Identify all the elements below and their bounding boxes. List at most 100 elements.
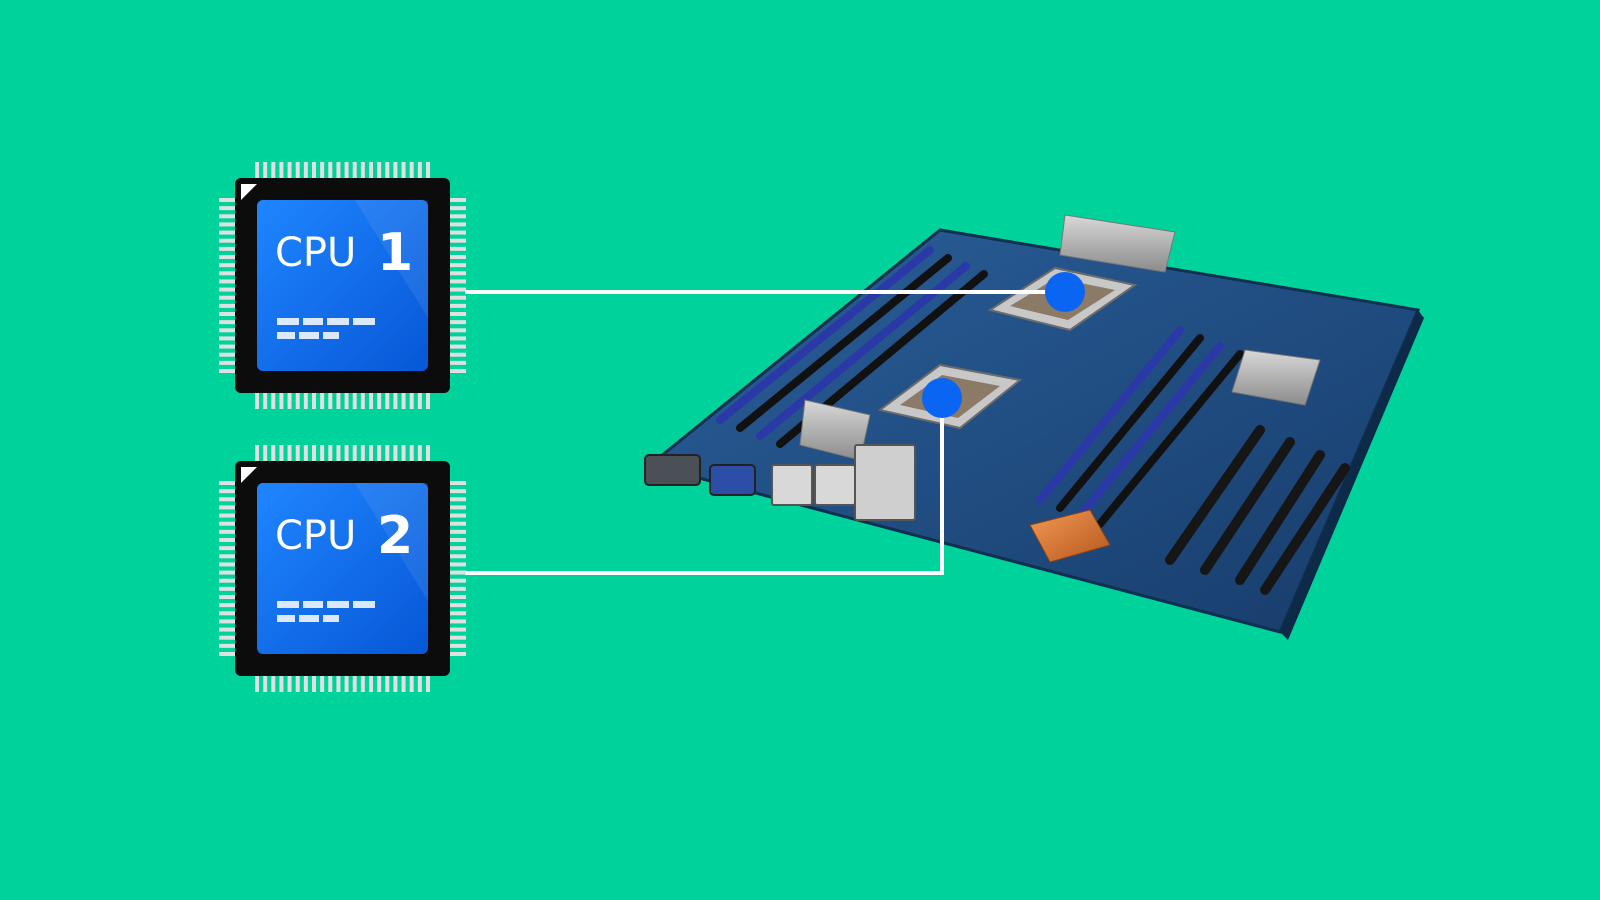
chip-pin bbox=[263, 676, 268, 692]
chip-pin bbox=[450, 303, 466, 308]
chip-pin bbox=[450, 352, 466, 357]
chip-pin bbox=[219, 287, 235, 292]
chip-label: CPU bbox=[275, 230, 356, 276]
chip-pin bbox=[352, 445, 357, 461]
chip-pin bbox=[219, 595, 235, 599]
chip-pin bbox=[219, 198, 235, 202]
chip-pin bbox=[271, 162, 276, 178]
chip-pin bbox=[450, 497, 466, 502]
socket-marker-dot-2 bbox=[922, 378, 962, 418]
chip-pin bbox=[450, 360, 466, 365]
chip-pin bbox=[450, 635, 466, 640]
chip-pin bbox=[336, 393, 341, 409]
chip-pin bbox=[450, 295, 466, 300]
chipset-heatsink bbox=[1231, 349, 1321, 406]
chip-pin bbox=[219, 562, 235, 567]
chip-pin bbox=[450, 611, 466, 616]
chip-pin bbox=[360, 162, 365, 178]
chip-pin bbox=[450, 643, 466, 648]
chip-pin bbox=[271, 393, 276, 409]
chip-die-shine bbox=[355, 483, 428, 601]
chip-pin bbox=[271, 676, 276, 692]
motherboard-shadow bbox=[1280, 310, 1424, 640]
chip-pin bbox=[279, 676, 284, 692]
chip-pin bbox=[219, 303, 235, 308]
chip-pin bbox=[219, 497, 235, 502]
chip-pin bbox=[450, 521, 466, 526]
chip-pin bbox=[287, 445, 292, 461]
chip-pin bbox=[219, 489, 235, 494]
chip-pin bbox=[219, 214, 235, 219]
chip-pin bbox=[450, 287, 466, 292]
chip-pin bbox=[279, 162, 284, 178]
chip-pin bbox=[450, 312, 466, 316]
chip-pin bbox=[450, 344, 466, 349]
chip-pin bbox=[336, 445, 341, 461]
chip-pin bbox=[385, 445, 390, 461]
chip-pin bbox=[450, 206, 466, 211]
chip-pin bbox=[417, 393, 422, 409]
chip-pin bbox=[255, 162, 259, 178]
chip-pin bbox=[450, 279, 466, 284]
chip-pin bbox=[409, 676, 414, 692]
rear-io-ports bbox=[644, 444, 916, 521]
chip-pin bbox=[219, 619, 235, 624]
chip-pins bbox=[219, 445, 466, 692]
chip-pin bbox=[219, 352, 235, 357]
cpu-chip-icon: CPU 1 bbox=[219, 162, 466, 409]
chip-pin bbox=[263, 445, 268, 461]
chip-pin bbox=[450, 578, 466, 583]
chip-pin bbox=[287, 676, 292, 692]
chip-pin bbox=[352, 676, 357, 692]
connector-cpu2-to-socket2 bbox=[465, 398, 944, 575]
chip-pin bbox=[393, 393, 398, 409]
connector-lines bbox=[465, 290, 1065, 575]
chip-pin bbox=[219, 238, 235, 243]
chip-pin bbox=[377, 393, 382, 409]
chip-pin bbox=[255, 676, 259, 692]
chip-pin bbox=[393, 676, 398, 692]
chip-pin bbox=[450, 238, 466, 243]
chip-pin bbox=[450, 603, 466, 608]
chip-pin bbox=[303, 162, 308, 178]
chip-pin bbox=[450, 546, 466, 551]
chip-pin bbox=[360, 393, 365, 409]
chip-pin bbox=[219, 255, 235, 259]
chip-pin bbox=[219, 344, 235, 349]
chip-pin bbox=[219, 271, 235, 276]
chip-pin bbox=[303, 676, 308, 692]
chip-pin bbox=[417, 162, 422, 178]
chip-pin bbox=[219, 295, 235, 300]
chip-die bbox=[257, 483, 428, 654]
chip-pin bbox=[393, 162, 398, 178]
chip-pin bbox=[450, 320, 466, 325]
chip-label: CPU bbox=[275, 513, 356, 559]
chip-pin bbox=[219, 586, 235, 591]
chip-pin bbox=[450, 627, 466, 632]
chip-pin bbox=[219, 336, 235, 341]
chip-pin bbox=[409, 393, 414, 409]
chip-pin bbox=[320, 676, 325, 692]
chip-pin bbox=[450, 554, 466, 559]
chip-pin bbox=[219, 481, 235, 485]
chip-pin bbox=[352, 162, 357, 178]
chip-pin bbox=[279, 393, 284, 409]
chip-pin bbox=[263, 393, 268, 409]
cpu-chip-icon: CPU 2 bbox=[219, 445, 466, 692]
chip-pin bbox=[450, 230, 466, 235]
chip-pin bbox=[369, 393, 373, 409]
chip-pin bbox=[450, 586, 466, 591]
chip-pin bbox=[271, 445, 276, 461]
chip-pin bbox=[219, 312, 235, 316]
chip-pin bbox=[393, 445, 398, 461]
chip-number: 2 bbox=[377, 506, 413, 566]
chip-pin bbox=[219, 538, 235, 542]
chip-pin bbox=[328, 445, 333, 461]
chip-pin bbox=[377, 162, 382, 178]
chip-pin bbox=[287, 393, 292, 409]
chip-pin bbox=[450, 222, 466, 227]
chip-pin bbox=[401, 393, 406, 409]
chip-pin bbox=[328, 676, 333, 692]
chip-pin bbox=[219, 230, 235, 235]
chip-pin bbox=[369, 445, 373, 461]
